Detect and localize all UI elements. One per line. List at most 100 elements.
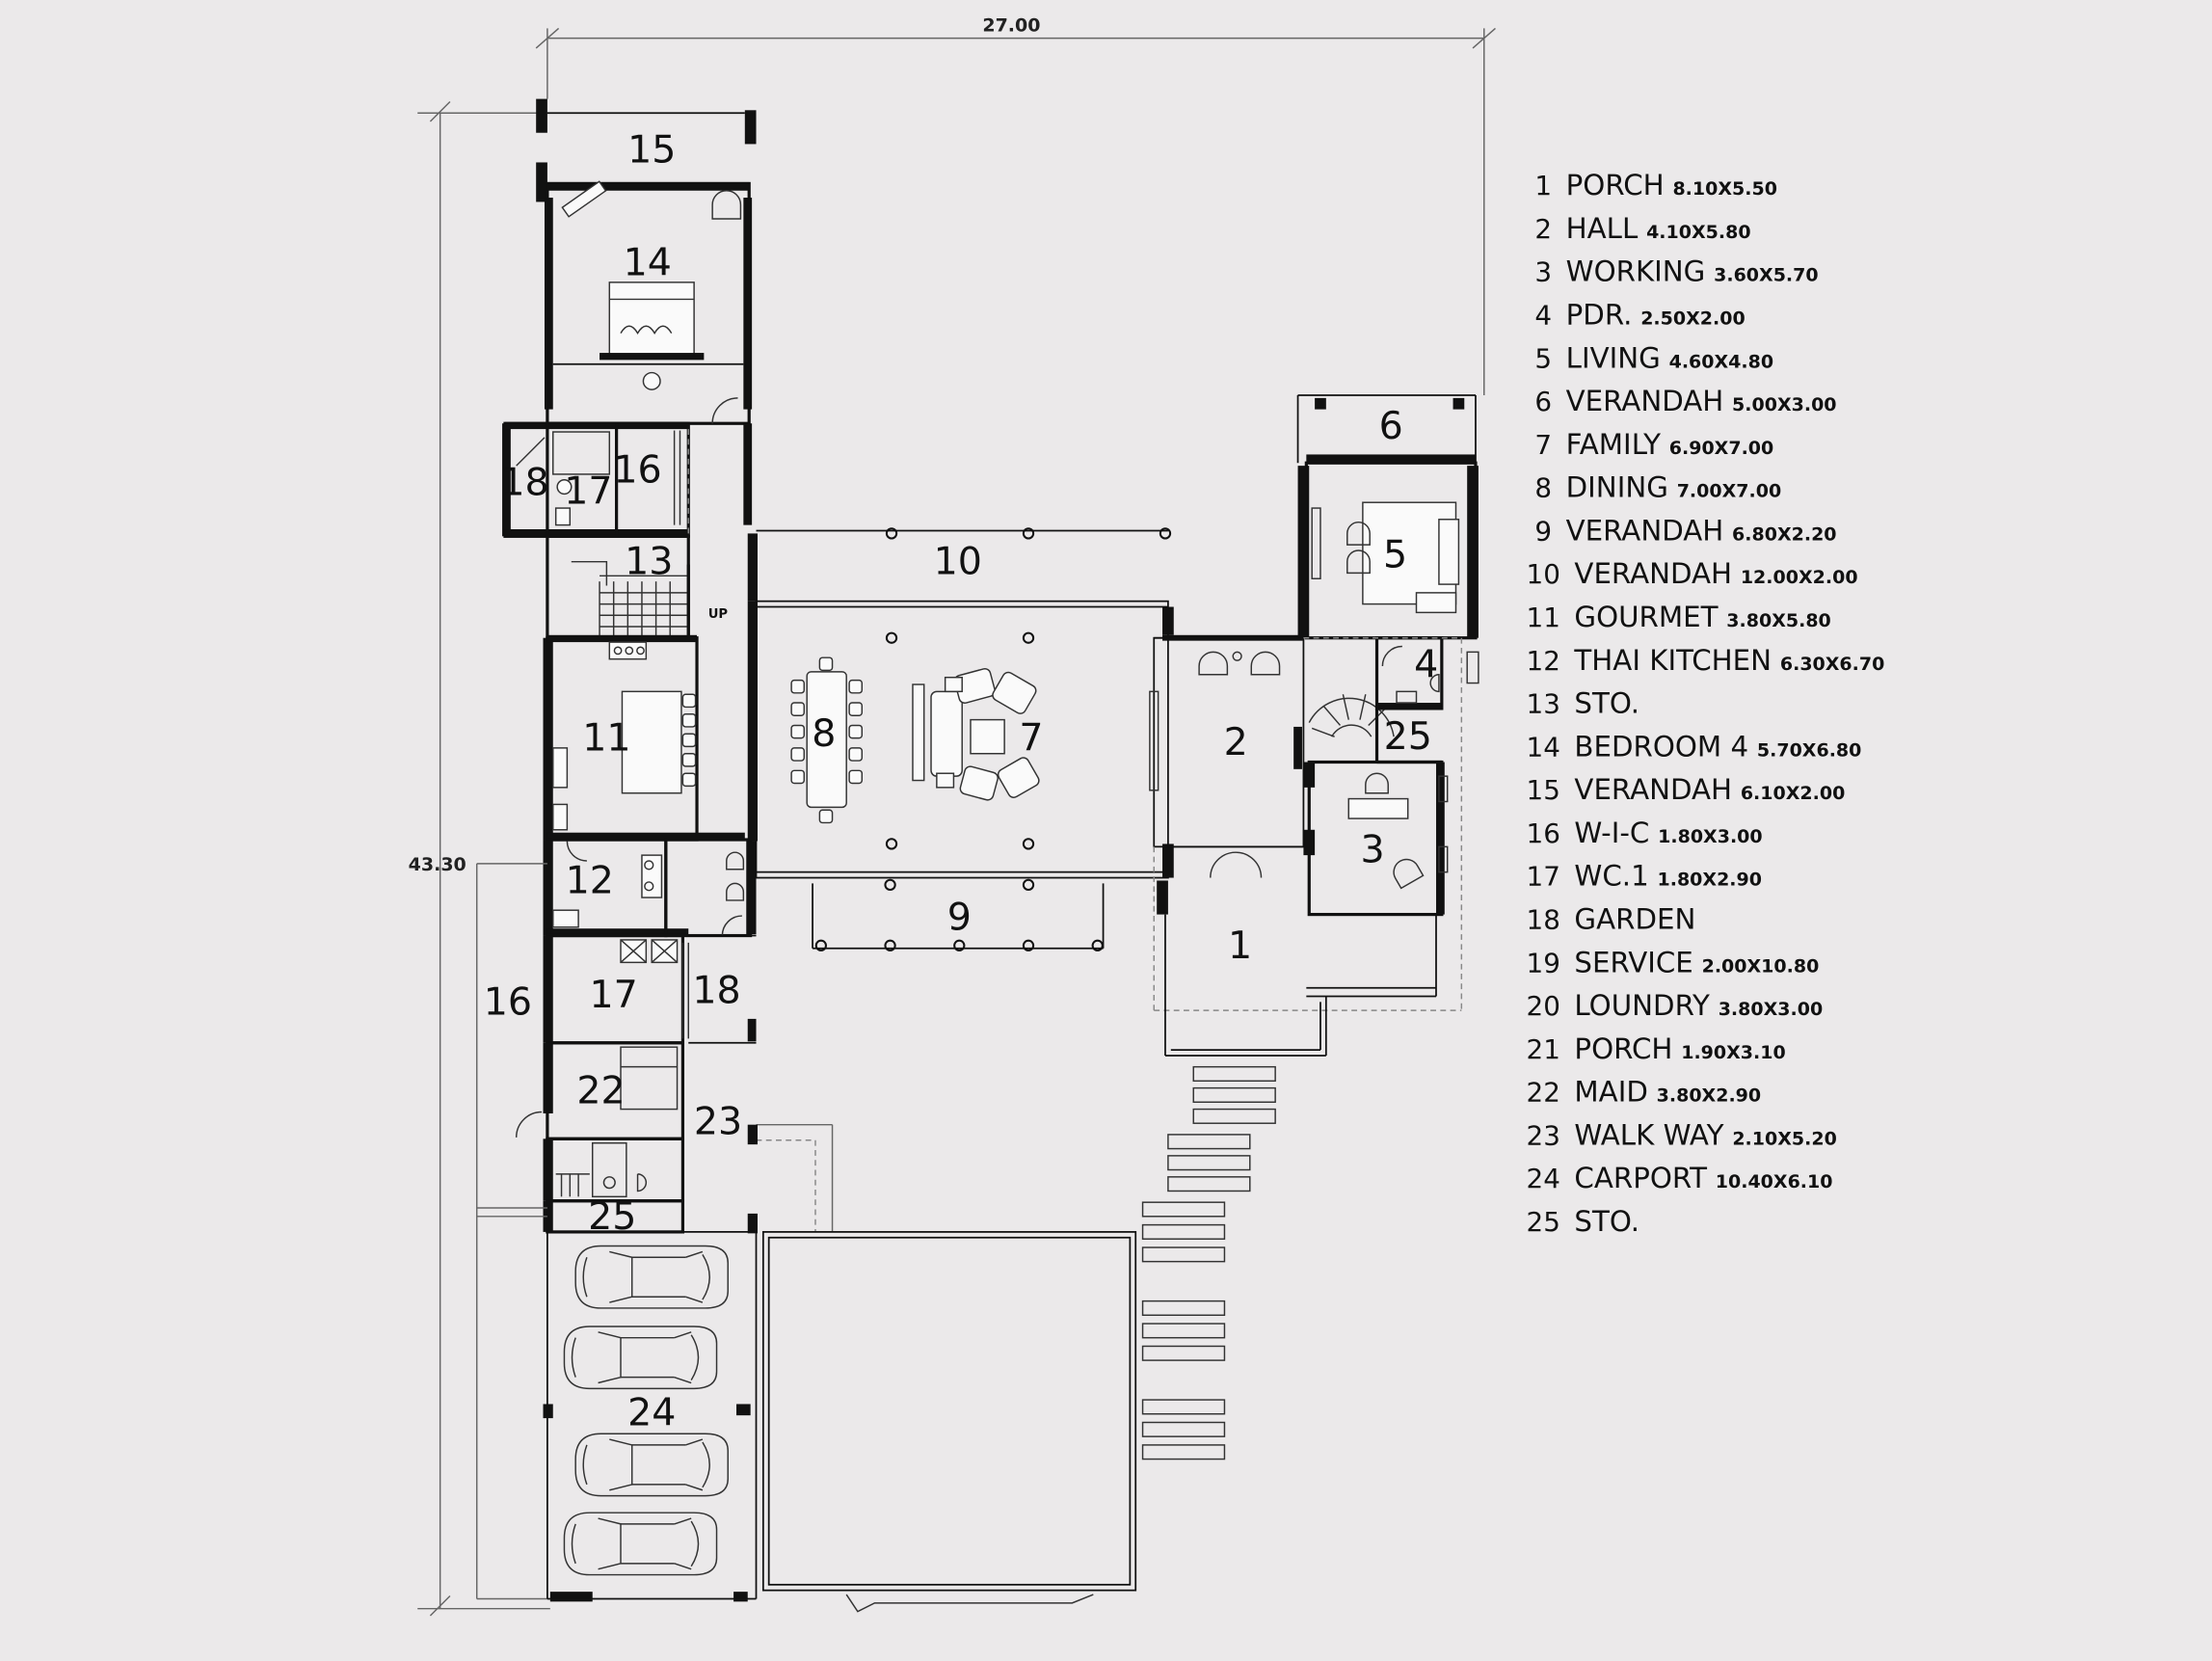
- legend-room-name: DINING: [1566, 471, 1668, 504]
- legend-room-size: 6.80X2.20: [1732, 523, 1837, 545]
- legend-room-name: STO.: [1574, 1205, 1639, 1238]
- legend-room-name: GARDEN: [1574, 903, 1695, 936]
- legend-room-name: PORCH: [1574, 1032, 1672, 1065]
- legend-room-name: WALK WAY: [1574, 1118, 1723, 1151]
- room-label: 18: [500, 461, 548, 505]
- legend-room-size: 3.80X2.90: [1657, 1085, 1762, 1107]
- legend-number: 9: [1534, 515, 1552, 547]
- room-label: 8: [812, 711, 836, 756]
- room-label: 24: [627, 1390, 676, 1434]
- east-wing: [1149, 394, 1479, 1057]
- thai-kitchen-12: [543, 838, 757, 938]
- legend-room-size: 3.60X5.70: [1714, 265, 1819, 286]
- legend-room-name: GOURMET: [1574, 601, 1718, 633]
- legend-number: 20: [1527, 990, 1560, 1022]
- legend-room-size: 1.90X3.10: [1681, 1042, 1786, 1063]
- legend-number: 21: [1527, 1033, 1560, 1065]
- legend-room-size: 3.80X5.80: [1726, 610, 1831, 631]
- room-label: 9: [947, 896, 972, 940]
- legend-room-name: VERANDAH: [1566, 514, 1724, 547]
- legend-room-size: 8.10X5.50: [1672, 178, 1777, 200]
- legend-room-name: SERVICE: [1574, 946, 1692, 978]
- legend-item-15: 15 VERANDAH 6.10X2.00: [1527, 773, 1846, 806]
- legend-number: 10: [1527, 558, 1560, 590]
- legend-room-name: VERANDAH: [1574, 773, 1732, 806]
- legend-number: 6: [1534, 386, 1552, 417]
- legend-number: 25: [1527, 1206, 1560, 1238]
- room-label: 2: [1224, 720, 1248, 764]
- stair-up-label: UP: [708, 607, 729, 622]
- room-label: 16: [613, 448, 661, 493]
- legend-room-name: CARPORT: [1574, 1162, 1707, 1194]
- room-label: 6: [1379, 404, 1403, 448]
- legend-room-size: 6.10X2.00: [1741, 783, 1846, 804]
- room-label: 23: [694, 1100, 742, 1144]
- legend-number: 2: [1534, 213, 1552, 245]
- legend-room-size: 12.00X2.00: [1741, 567, 1858, 588]
- legend-item-21: 21 PORCH 1.90X3.10: [1527, 1032, 1786, 1065]
- legend-room-size: 1.80X3.00: [1658, 826, 1763, 847]
- legend-room-name: BEDROOM 4: [1574, 730, 1748, 763]
- room-label: 17: [590, 973, 638, 1017]
- legend-number: 22: [1527, 1077, 1560, 1109]
- legend-room-name: PORCH: [1566, 169, 1665, 201]
- room-label: 1: [1228, 924, 1252, 968]
- legend-item-9: 9 VERANDAH 6.80X2.20: [1534, 514, 1836, 547]
- legend-item-10: 10 VERANDAH 12.00X2.00: [1527, 557, 1858, 590]
- legend-room-name: WORKING: [1566, 255, 1706, 288]
- legend-number: 15: [1527, 774, 1560, 806]
- room-label: 10: [934, 540, 982, 584]
- room-label: 18: [692, 969, 740, 1013]
- legend-room-size: 5.70X6.80: [1757, 739, 1862, 761]
- legend-room-size: 5.00X3.00: [1732, 394, 1837, 415]
- legend-number: 24: [1527, 1163, 1560, 1194]
- service-block: [475, 863, 834, 1600]
- legend-room-size: 6.90X7.00: [1669, 438, 1774, 459]
- legend-number: 11: [1527, 602, 1560, 633]
- legend-room-size: 7.00X7.00: [1677, 481, 1782, 502]
- legend-room-name: VERANDAH: [1574, 557, 1732, 590]
- bedroom-wing: [536, 98, 757, 425]
- room-label: 7: [1019, 716, 1043, 761]
- legend-room-name: WC.1: [1574, 860, 1648, 893]
- room-numbers: 15 14 18 17 16 13 10 6 5 4 25 2 3 1 11 8…: [484, 127, 1439, 1434]
- central-pavilion: [747, 527, 1174, 951]
- legend-room-size: 3.80X3.00: [1719, 999, 1824, 1020]
- legend-room-name: HALL: [1566, 212, 1639, 245]
- legend-number: 13: [1527, 688, 1560, 720]
- stepping-stones: [1141, 1065, 1276, 1460]
- legend-number: 19: [1527, 947, 1560, 978]
- legend-room-size: 1.80X2.90: [1658, 870, 1763, 891]
- legend-room-size: 2.10X5.20: [1732, 1128, 1837, 1149]
- room-label: 25: [588, 1194, 636, 1239]
- room-label: 16: [484, 979, 532, 1024]
- room-label: 17: [564, 469, 612, 513]
- legend-number: 18: [1527, 904, 1560, 936]
- legend-item-6: 6 VERANDAH 5.00X3.00: [1534, 385, 1836, 417]
- legend-room-name: PDR.: [1566, 298, 1633, 331]
- room-label: 13: [625, 540, 673, 584]
- room-label: 11: [582, 716, 630, 761]
- legend-number: 3: [1534, 256, 1552, 288]
- legend-item-1: 1 PORCH 8.10X5.50: [1534, 169, 1777, 201]
- legend-room-name: VERANDAH: [1566, 385, 1724, 417]
- dimension-height: 43.30: [409, 854, 466, 875]
- legend-number: 5: [1534, 342, 1552, 374]
- legend-number: 7: [1534, 429, 1552, 461]
- legend-number: 1: [1534, 170, 1552, 201]
